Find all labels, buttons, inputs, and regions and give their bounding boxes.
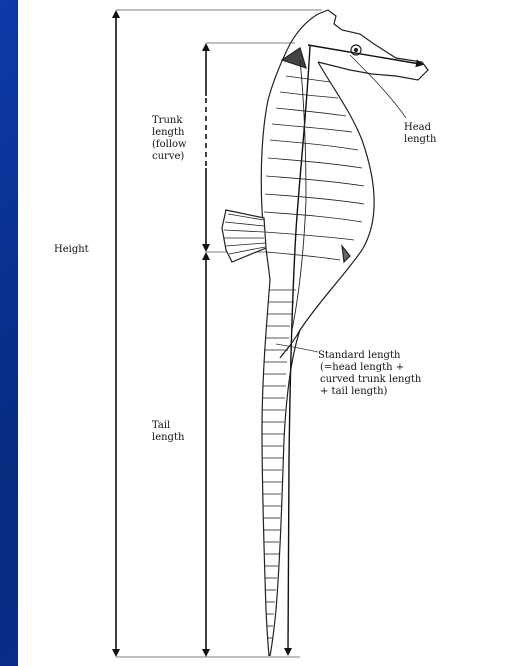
trunk-label-line-2: length bbox=[152, 127, 185, 138]
standard-label-line-2: (=head length + bbox=[320, 362, 404, 373]
standard-label-line-4: + tail length) bbox=[320, 386, 388, 397]
trunk-label-line-4: curve) bbox=[152, 151, 184, 162]
trunk-length-label: Trunk length (follow curve) bbox=[152, 115, 187, 162]
trunk-label-line-1: Trunk bbox=[152, 115, 183, 126]
standard-length-label: Standard length (=head length + curved t… bbox=[318, 350, 422, 397]
trunk-label-line-3: (follow bbox=[152, 139, 187, 150]
head-label-line-2: length bbox=[404, 134, 437, 145]
tail-label-line-1: Tail bbox=[152, 420, 170, 431]
standard-length-arrow bbox=[288, 46, 310, 652]
standard-label-line-1: Standard length bbox=[318, 350, 401, 361]
head-length-arrow bbox=[308, 45, 420, 64]
head-length-label: Head length bbox=[404, 122, 437, 145]
standard-label-line-3: curved trunk length bbox=[320, 374, 422, 385]
head-label-line-1: Head bbox=[404, 122, 432, 133]
tail-label-line-2: length bbox=[152, 432, 185, 443]
tail-length-label: Tail length bbox=[152, 420, 185, 443]
height-label: Height bbox=[54, 244, 89, 255]
seahorse-figure bbox=[222, 10, 428, 656]
